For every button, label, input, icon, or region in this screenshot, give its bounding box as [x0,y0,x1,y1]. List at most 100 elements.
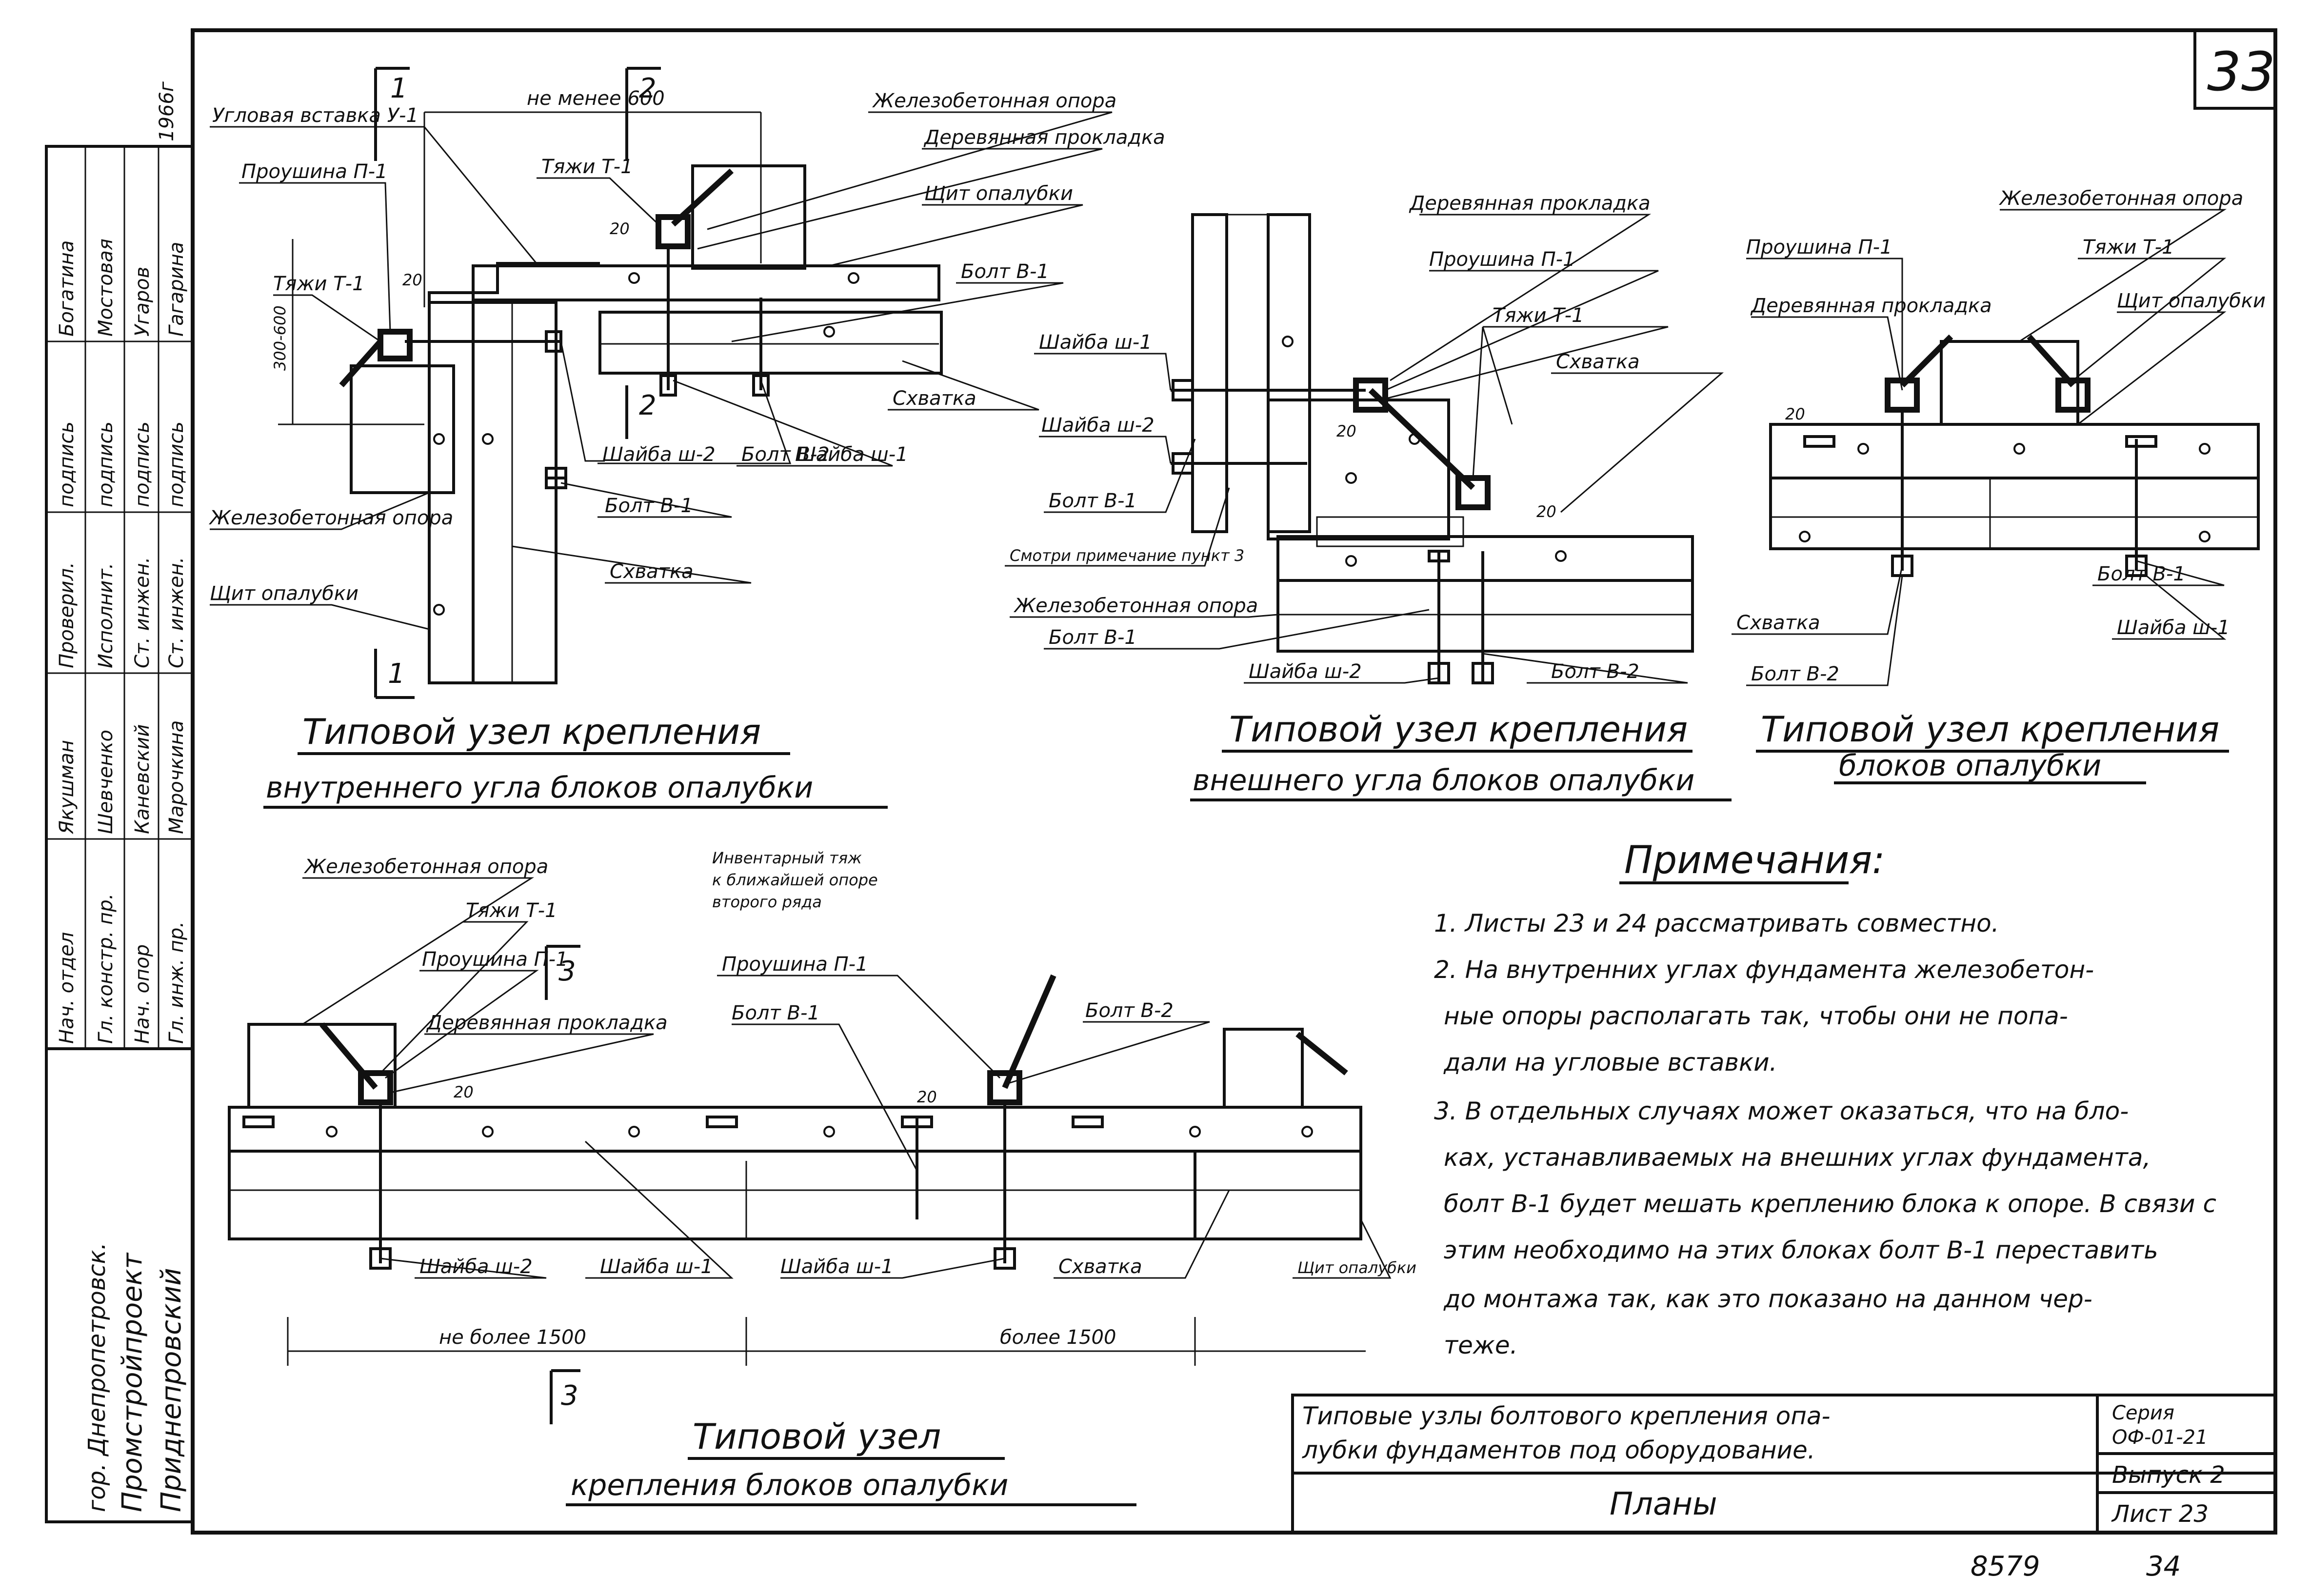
note-line: 3. В отдельных случаях может оказаться, … [1434,1097,2129,1125]
stamp-role: Гл. инж. пр. [165,921,188,1044]
view-subtitle: внешнего угла блоков опалубки [1193,763,1694,798]
label-washer: Шайба ш-2 [1249,660,1362,683]
note-line: теже. [1444,1331,1518,1359]
label-washer: Шайба ш-1 [2117,617,2230,639]
label-inventory-tie: Инвентарный тяж [712,849,862,867]
series-value: ОФ-01-21 [2112,1426,2208,1449]
sheet-number: Лист 23 [2111,1500,2209,1528]
series-label: Серия [2112,1402,2174,1424]
dim-not-less: не менее 600 [527,87,665,110]
section-mark: 3 [558,956,576,987]
label-washer: Шайба ш-1 [795,443,908,466]
dim-gap: 20 [402,271,422,289]
label-bolt: Болт В-2 [1551,660,1639,683]
label-bolt: Болт В-1 [1049,490,1137,512]
view-outer-corner: Деревянная прокладка Проушина П-1 Тяжи Т… [1005,192,1732,801]
page-number-box [2193,29,2277,110]
stamp-name: Мостовая [95,239,117,337]
label-ties: Тяжи Т-1 [1493,304,1584,327]
note-line: ках, устанавливаемых на внешних углах фу… [1444,1143,2151,1172]
view-inner-corner: 1 2 2 1 Угловая вставка У-1 не менее 600… [208,67,1165,809]
stamp-role: Гл. констр. пр. [95,894,117,1044]
label-corner-insert: Угловая вставка У-1 [212,104,418,127]
notes-heading: Примечания: [1624,838,1885,882]
label-washer: Шайба ш-2 [602,443,716,466]
stamp-role: Проверил. [56,562,78,668]
page-counter: 34 [2146,1551,2181,1582]
stamp-role: Нач. опор [131,944,154,1044]
dim-range: 300-600 [271,305,289,371]
label-concrete-support: Железобетонная опора [1013,595,1258,617]
stamp-organization: Промстройпроект [117,1253,148,1512]
label-inventory-tie: к ближайшей опоре [712,871,878,889]
issue-number: Выпуск 2 [2112,1461,2225,1489]
stamp-role: Исполнит. [95,563,117,668]
label-lug: Проушина П-1 [722,953,868,976]
view-subtitle: внутреннего угла блоков опалубки [266,771,813,805]
section-mark: 1 [388,658,405,690]
note-line: болт В-1 будет мешать креплению блока к … [1444,1190,2216,1218]
view-blocks-top: Железобетонная опора Проушина П-1 Тяжи Т… [1732,187,2266,784]
stamp-signature: подпись [165,421,188,507]
label-inventory-tie: второго ряда [712,893,822,911]
label-washer: Шайба ш-1 [1039,331,1152,354]
sheet-name: Планы [1610,1486,1717,1522]
notes: Примечания: 1. Листы 23 и 24 рассматрива… [1434,838,2216,1359]
view-title: Типовой узел [693,1416,941,1457]
label-wood-pad: Деревянная прокладка [1750,295,1992,317]
label-ties: Тяжи Т-1 [541,156,633,178]
dim-gap: 20 [610,219,630,238]
stamp-role: Ст. инжен. [165,557,188,668]
dim-gap: 20 [1785,405,1805,423]
label-concrete-support: Железобетонная опора [872,90,1116,112]
note-line: дали на угловые вставки. [1443,1048,1777,1077]
section-mark: 2 [639,390,657,421]
label-clamp: Схватка [1736,612,1820,634]
stamp-role: Ст. инжен. [131,557,154,668]
label-ties: Тяжи Т-1 [466,899,558,922]
stamp-year: 1966г [156,81,178,141]
title-block-title: Типовые узлы болтового крепления опа- [1302,1402,1831,1430]
section-mark: 2 [639,73,657,104]
stamp-name: Марочкина [165,720,188,834]
label-lug: Проушина П-1 [1429,248,1575,271]
label-concrete-support: Железобетонная опора [303,856,548,878]
stamp-name: Каневский [131,724,154,834]
side-stamp: 1966г Гагарина Угаров Мостовая Богатина … [45,81,194,1523]
note-line: до монтажа так, как это показано на данн… [1443,1285,2092,1313]
view-subtitle: блоков опалубки [1839,749,2101,783]
section-mark: 1 [390,73,408,104]
dim-gap: 20 [454,1083,474,1101]
dim-more: более 1500 [1000,1326,1116,1349]
stamp-name: Богатина [56,240,78,337]
label-concrete-support: Железобетонная опора [1998,187,2243,210]
label-washer: Шайба ш-2 [1041,414,1155,437]
label-bolt: Болт В-1 [732,1002,820,1024]
label-washer: Шайба ш-1 [780,1256,894,1278]
label-clamp: Схватка [1556,351,1640,373]
section-mark: 3 [561,1380,578,1412]
view-title: Типовой узел крепления [1761,709,2219,750]
archive-number: 8579 [1971,1551,2040,1582]
stamp-organization: Приднепровский [156,1268,187,1512]
label-clamp: Схватка [610,560,694,583]
label-wood-pad: Деревянная прокладка [923,126,1165,149]
label-formwork-shield: Щит опалубки [2117,290,2266,312]
stamp-signature: подпись [95,421,117,507]
label-formwork-shield: Щит опалубки [1297,1258,1416,1277]
dim-gap: 20 [917,1088,937,1106]
stamp-organization: гор. Днепропетровск. [83,1242,111,1512]
label-wood-pad: Деревянная прокладка [426,1012,668,1034]
label-wood-pad: Деревянная прокладка [1409,192,1651,215]
label-see-note: Смотри примечание пункт 3 [1010,546,1244,565]
label-washer: Шайба ш-2 [419,1256,533,1278]
view-blocks-bottom: 3 3 Железобетонная опора Тяжи Т-1 Проуши… [228,849,1416,1506]
label-formwork-shield: Щит опалубки [924,182,1073,205]
view-title: Типовой узел крепления [1229,709,1688,750]
stamp-name: Угаров [131,267,154,337]
label-concrete-support: Железобетонная опора [208,507,453,529]
note-line: ные опоры располагать так, чтобы они не … [1444,1002,2068,1030]
dim-gap: 20 [1336,422,1356,440]
label-washer: Шайба ш-1 [600,1256,713,1278]
